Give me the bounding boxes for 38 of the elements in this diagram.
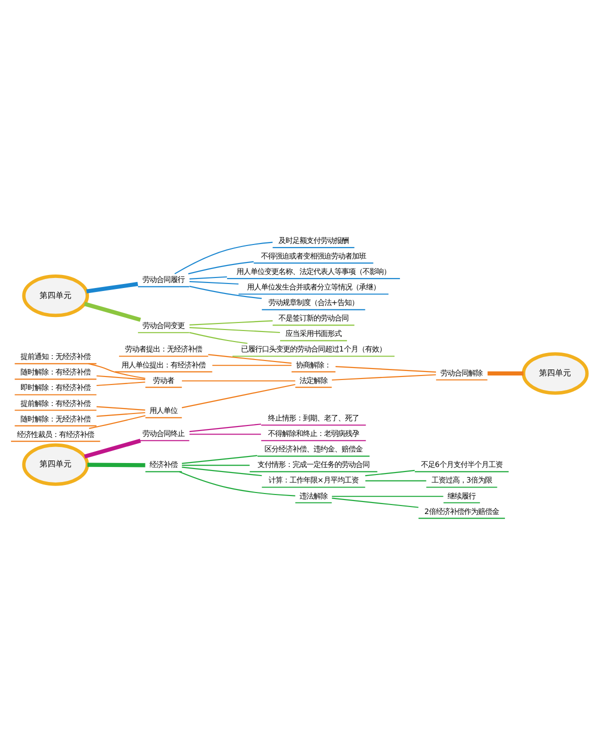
connector — [365, 480, 426, 482]
connector — [188, 261, 254, 274]
connector — [189, 276, 227, 280]
connector — [212, 364, 292, 366]
connector — [88, 363, 146, 379]
connector — [189, 424, 262, 432]
node-ellipse: 第四单元 — [22, 443, 89, 486]
connector — [189, 281, 239, 285]
connector — [96, 382, 146, 386]
connector — [190, 434, 261, 435]
connector — [84, 302, 141, 322]
connector — [189, 286, 262, 299]
connector — [332, 496, 444, 497]
connector — [189, 320, 273, 326]
connector — [182, 455, 258, 464]
connector — [189, 332, 248, 344]
node-ellipse: 第四单元 — [522, 352, 589, 395]
connector — [332, 498, 418, 508]
connector — [488, 371, 524, 376]
connector — [332, 374, 436, 381]
connector — [96, 375, 146, 380]
connector — [86, 282, 138, 294]
connector — [182, 384, 296, 408]
connector — [365, 470, 415, 476]
connector — [182, 464, 250, 466]
connector — [189, 327, 280, 334]
connector — [182, 466, 262, 476]
connector — [87, 462, 146, 468]
connector — [336, 366, 436, 373]
connector — [208, 354, 292, 364]
connector — [96, 406, 146, 411]
connector — [182, 380, 296, 382]
connector — [179, 471, 296, 496]
connector — [96, 412, 146, 417]
connector — [84, 438, 141, 458]
connector — [174, 242, 273, 274]
node-ellipse: 第四单元 — [22, 274, 89, 318]
connector — [89, 415, 146, 429]
